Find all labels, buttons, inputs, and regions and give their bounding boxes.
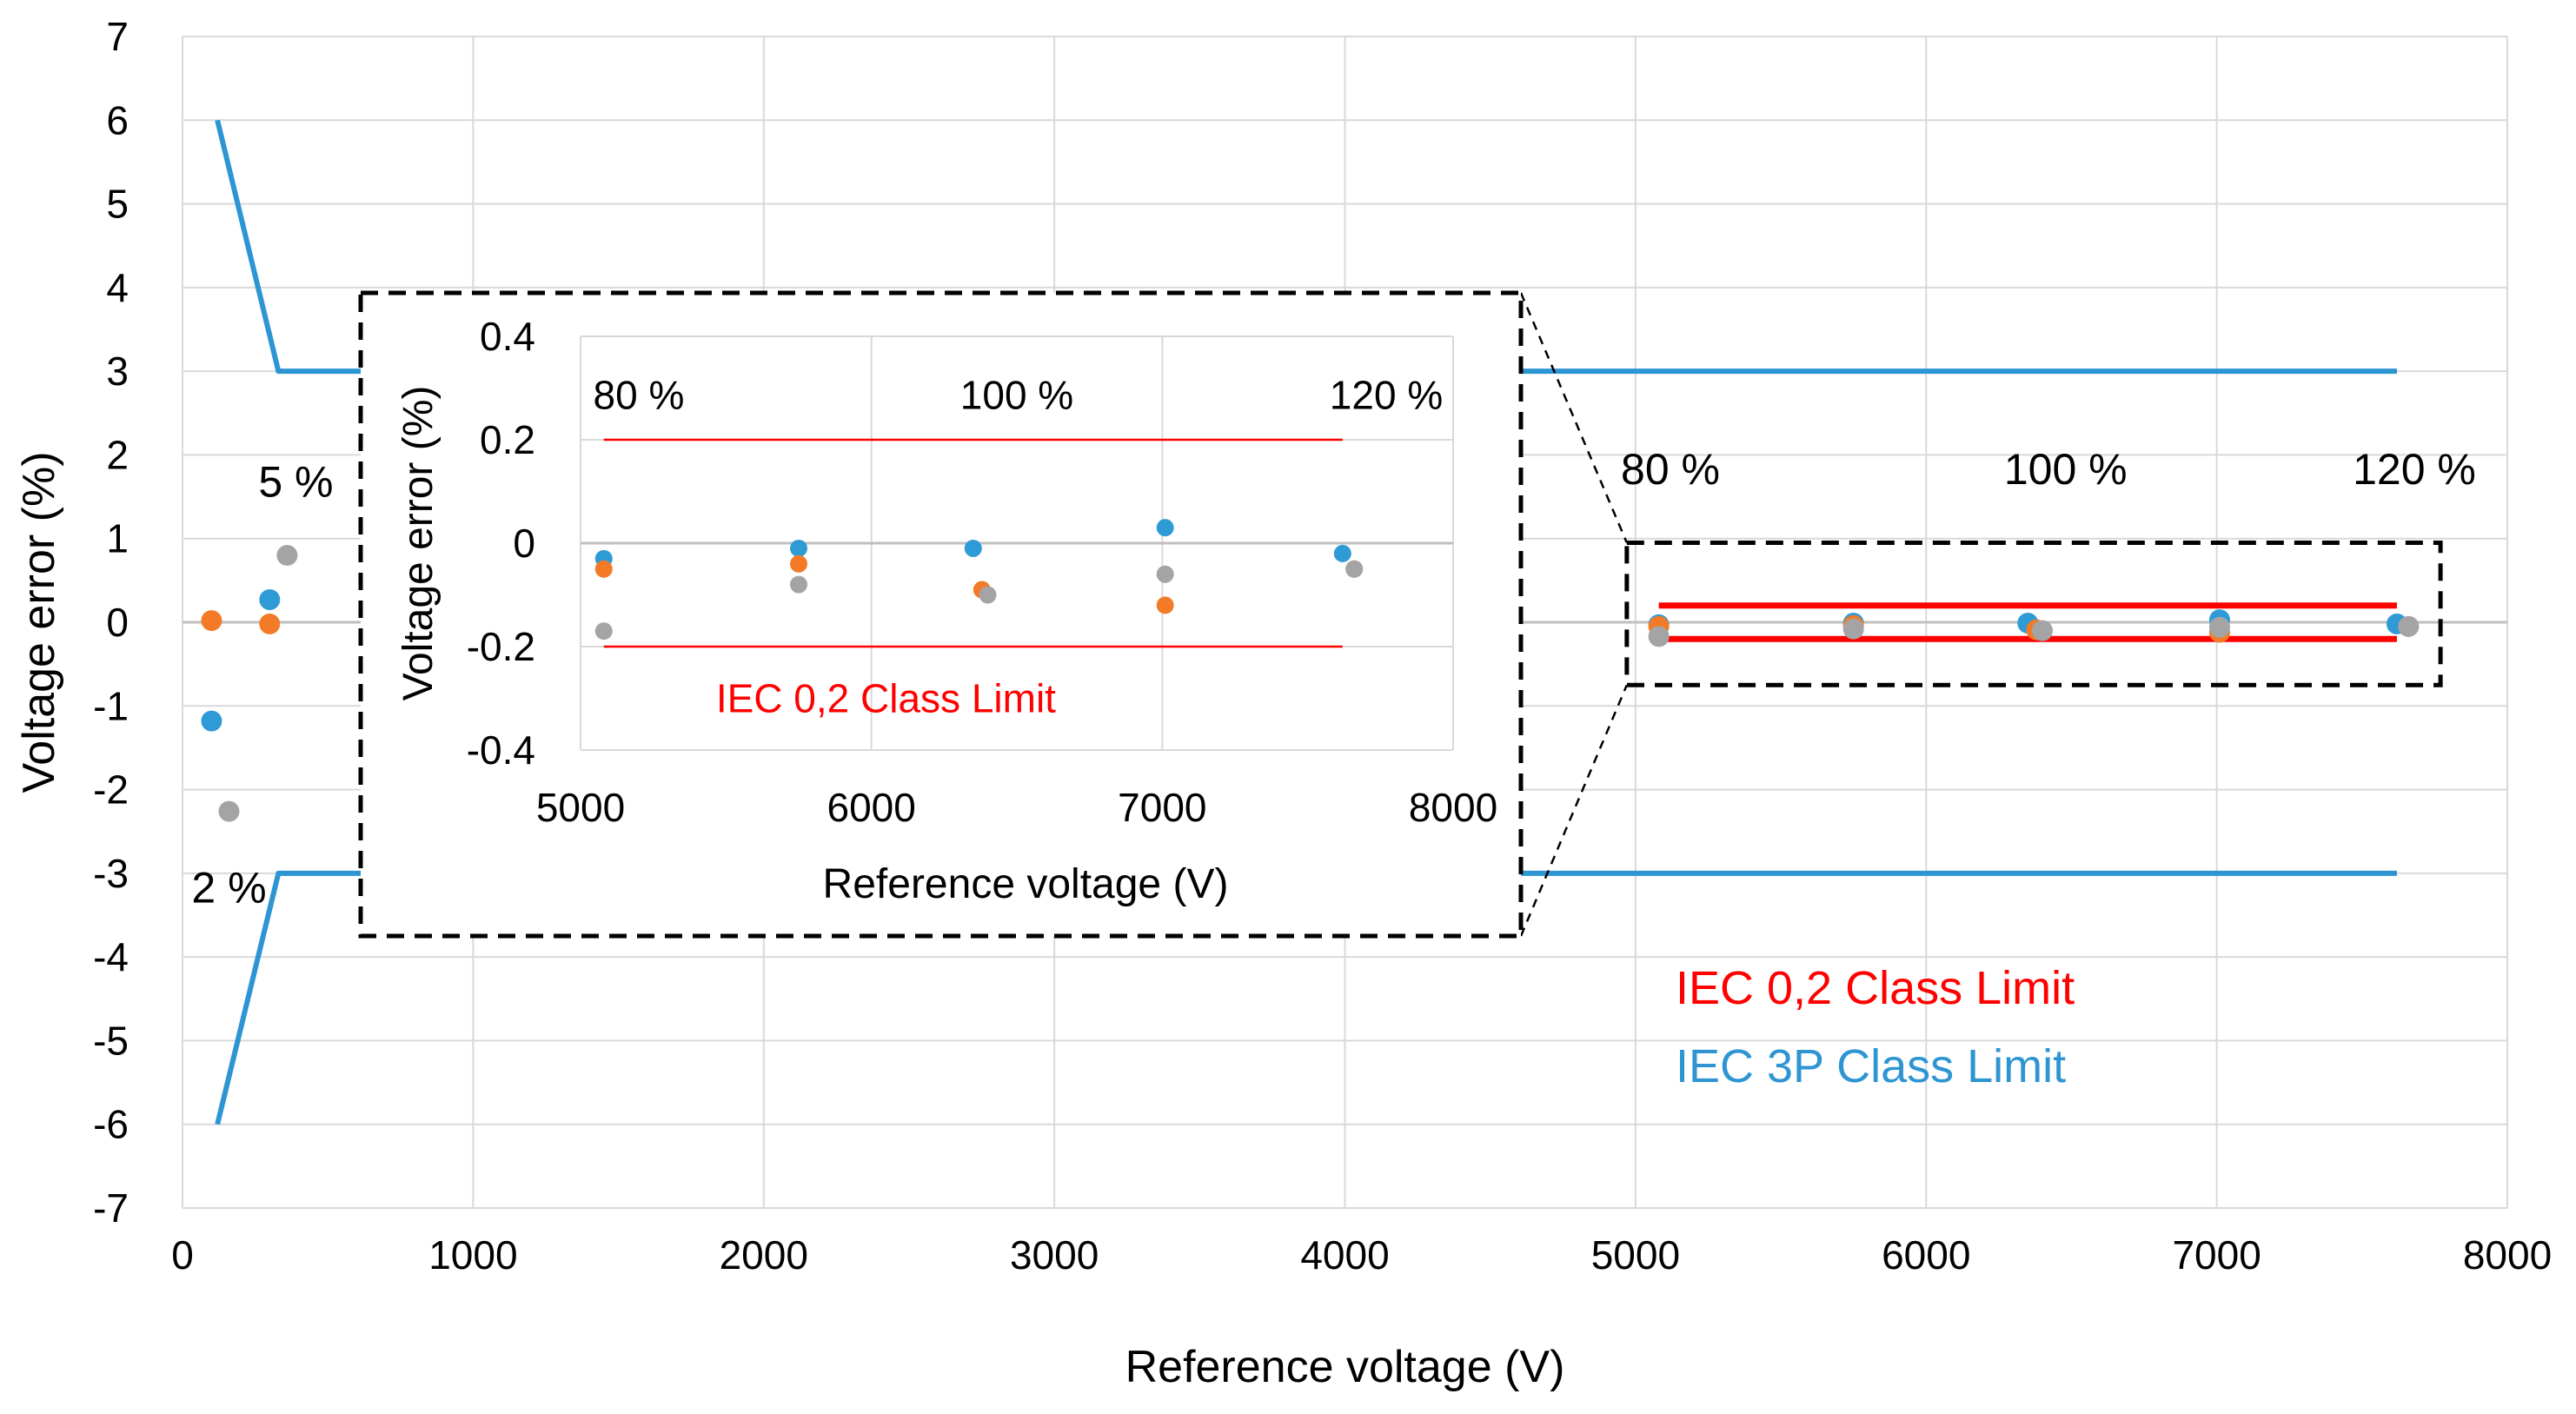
inset-x-tick-label: 6000 [827,785,915,830]
legend-entry: IEC 3P Class Limit [1676,1040,2066,1092]
inset-data-point [1333,544,1351,562]
inset-limit-label: IEC 0,2 Class Limit [716,676,1056,721]
data-point [259,589,281,611]
inset-data-point [979,586,997,604]
x-tick-label: 7000 [2172,1232,2261,1278]
data-point [259,613,281,634]
y-tick-label: -6 [93,1102,129,1147]
inset-data-point [790,539,807,557]
inset-data-point [1156,565,1174,583]
inset-y-axis-title: Voltage error (%) [395,386,442,701]
connector-line [1519,684,1628,937]
inset-data-point [790,575,807,594]
y-tick-label: 3 [106,349,129,394]
inset-percent-label: 80 % [594,372,685,417]
zoom-box [1624,541,2443,687]
x-tick-label: 1000 [428,1232,517,1278]
inset-percent-label: 120 % [1330,372,1443,417]
y-tick-label: -4 [93,934,129,979]
inset-percent-label: 100 % [960,372,1073,417]
inset-data-point [1156,596,1174,614]
y-tick-label: -3 [93,851,129,896]
annotation-label: 5 % [258,458,333,507]
y-tick-label: 4 [106,265,129,310]
x-tick-label: 6000 [1882,1232,1970,1278]
inset-y-tick-label: 0.2 [480,417,535,462]
inset-data-point [1345,560,1364,578]
y-tick-label: -5 [93,1018,129,1063]
data-point [2032,620,2053,641]
y-axis-title: Voltage error (%) [14,451,64,793]
x-axis-title: Reference voltage (V) [1125,1342,1565,1392]
x-tick-label: 0 [171,1232,194,1278]
connector-line [1519,292,1628,544]
inset-y-tick-label: -0.4 [467,727,535,773]
inset-data-point [594,560,613,578]
inset-data-point [964,539,982,557]
annotation-label: 80 % [1621,445,1720,494]
data-point [218,800,240,822]
y-tick-label: 7 [106,14,129,59]
inset-data-point [594,622,613,641]
annotation-label: 120 % [2353,445,2476,494]
x-tick-label: 5000 [1591,1232,1680,1278]
inset-y-tick-label: 0.4 [480,314,535,359]
limit-line-lower [215,870,2397,1125]
legend-entry: IEC 0,2 Class Limit [1676,962,2075,1014]
data-point [1648,626,1670,647]
data-point [201,610,222,632]
y-tick-label: 5 [106,182,129,227]
inset-x-tick-label: 5000 [536,785,625,830]
annotation-label: 2 % [191,864,266,913]
inset-y-tick-label: 0 [513,521,535,566]
data-point [1842,618,1864,640]
inset-y-tick-label: -0.2 [467,624,535,669]
x-tick-label: 3000 [1010,1232,1099,1278]
y-tick-label: 0 [106,600,129,645]
data-point [276,544,298,566]
annotation-label: 100 % [2004,445,2128,494]
x-tick-label: 8000 [2463,1232,2552,1278]
y-tick-label: -2 [93,767,129,813]
inset-frame [358,290,1524,939]
limit-line-upper [215,119,2397,375]
inset-data-point [790,554,807,573]
x-tick-label: 2000 [720,1232,808,1278]
x-tick-label: 4000 [1300,1232,1389,1278]
data-point [201,710,222,732]
y-tick-label: 6 [106,97,129,143]
y-tick-label: -7 [93,1185,129,1231]
y-tick-label: -1 [93,683,129,728]
inset-x-axis-title: Reference voltage (V) [823,861,1229,907]
y-tick-label: 2 [106,432,129,477]
inset-x-tick-label: 7000 [1118,785,1206,830]
y-tick-label: 1 [106,516,129,561]
inset-x-tick-label: 8000 [1409,785,1497,830]
inset-data-point [1156,519,1174,537]
data-point [2208,616,2230,638]
data-point [2398,615,2420,637]
